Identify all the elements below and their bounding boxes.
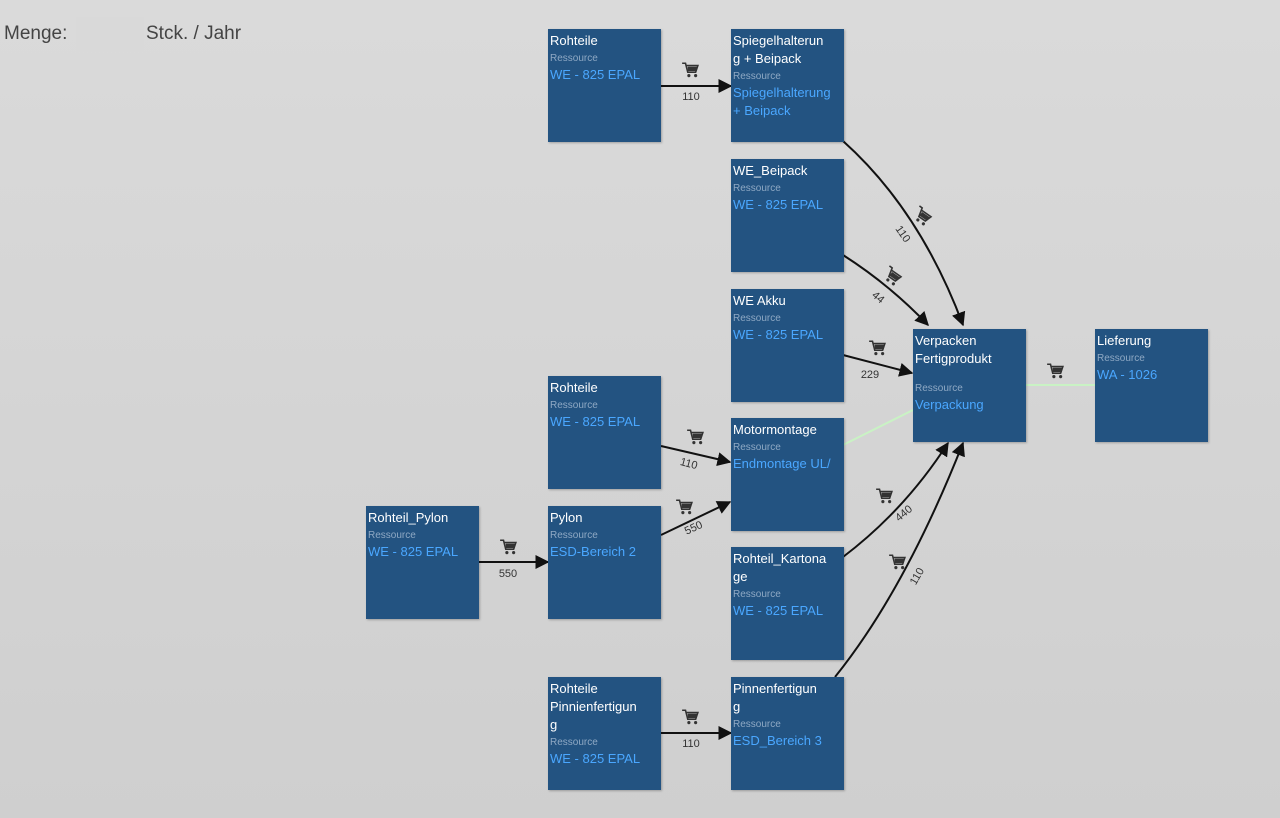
node-resource-label: Ressource <box>550 530 598 541</box>
edge-quantity-label: 110 <box>682 91 700 103</box>
node-resource-label: Ressource <box>733 719 781 730</box>
node-resource-value: WE - 825 EPAL <box>368 544 459 559</box>
node-title: Rohteile Pinnienfertigun g <box>550 681 637 732</box>
node-resource-value: Endmontage UL/ <box>733 456 831 471</box>
edge-motormontage-to-verpacken <box>842 409 914 446</box>
node-title: WE_Beipack <box>733 163 808 178</box>
node-title: Spiegelhalterun g + Beipack <box>733 33 824 66</box>
cart-icon <box>888 554 906 570</box>
quantity-bar: Menge: Stck. / Jahr <box>4 17 242 51</box>
node-we-akku[interactable]: WE Akku Ressource WE - 825 EPAL <box>731 289 844 402</box>
edge-quantity-label: 550 <box>683 519 705 538</box>
node-motormontage[interactable]: Motormontage Ressource Endmontage UL/ <box>731 418 844 531</box>
node-title: Pinnenfertigun g <box>733 681 817 714</box>
node-resource-label: Ressource <box>550 737 598 748</box>
node-resource-value: WE - 825 EPAL <box>733 603 824 618</box>
node-title: Rohteile <box>550 380 598 395</box>
node-verpacken[interactable]: Verpacken Fertigprodukt Ressource Verpac… <box>913 329 1026 442</box>
edge-quantity-label: 110 <box>893 224 913 245</box>
edge-spiegelhalterung-to-verpacken <box>842 140 966 327</box>
node-resource-label: Ressource <box>733 183 781 194</box>
node-title: WE Akku <box>733 293 786 308</box>
node-title: Pylon <box>550 510 583 525</box>
edge-quantity-label: 44 <box>869 289 886 306</box>
node-rohteile-mid[interactable]: Rohteile Ressource WE - 825 EPAL <box>548 376 661 489</box>
cart-icon <box>910 205 934 228</box>
node-resource-label: Ressource <box>550 53 598 64</box>
node-resource-value: ESD-Bereich 2 <box>550 544 636 559</box>
node-resource-label: Ressource <box>733 71 781 82</box>
node-resource-value: WE - 825 EPAL <box>733 197 824 212</box>
node-we-beipack[interactable]: WE_Beipack Ressource WE - 825 EPAL <box>731 159 844 272</box>
node-title: Rohteil_Pylon <box>368 510 449 525</box>
edge-quantity-label: 229 <box>861 369 879 381</box>
node-resource-value: WE - 825 EPAL <box>550 751 641 766</box>
node-title: Rohteile <box>550 33 598 48</box>
node-spiegelhalterung[interactable]: Spiegelhalterun g + Beipack Ressource Sp… <box>731 29 844 142</box>
node-resource-label: Ressource <box>733 313 781 324</box>
edge-we-akku-to-verpacken <box>842 354 914 377</box>
node-title: Rohteil_Kartona ge <box>733 551 827 584</box>
node-pinnenfertigung[interactable]: Pinnenfertigun g Ressource ESD_Bereich 3 <box>731 677 844 790</box>
cart-icon <box>868 340 886 356</box>
node-resource-value: WE - 825 EPAL <box>550 414 641 429</box>
edge-rohteil-kartonage-to-verpacken <box>842 441 949 558</box>
node-rohteil-pylon[interactable]: Rohteil_Pylon Ressource WE - 825 EPAL <box>366 506 479 619</box>
node-resource-label: Ressource <box>915 383 963 394</box>
node-title: Lieferung <box>1097 333 1152 348</box>
node-resource-value: Spiegelhalterung + Beipack <box>733 85 831 118</box>
quantity-unit: Stck. / Jahr <box>146 23 242 44</box>
cart-icon <box>681 62 699 78</box>
edge-we-beipack-to-verpacken <box>842 254 929 327</box>
edge-quantity-label: 110 <box>682 738 700 750</box>
edge-pylon-to-motormontage <box>660 501 732 536</box>
node-lieferung[interactable]: Lieferung Ressource WA - 1026 <box>1095 329 1208 442</box>
node-pylon[interactable]: Pylon Ressource ESD-Bereich 2 <box>548 506 661 619</box>
node-resource-value: Verpackung <box>915 397 984 412</box>
cart-icon <box>499 539 517 555</box>
edge-quantity-label: 550 <box>499 568 517 580</box>
cart-icon <box>675 499 693 515</box>
edge-quantity-label: 440 <box>893 503 915 524</box>
quantity-label: Menge: <box>4 23 68 44</box>
node-title: Verpacken Fertigprodukt <box>915 333 992 366</box>
edge-pinnenfertigung-to-verpacken <box>834 441 965 678</box>
node-rohteil-kartonage[interactable]: Rohteil_Kartona ge Ressource WE - 825 EP… <box>731 547 844 660</box>
node-resource-value: ESD_Bereich 3 <box>733 733 822 748</box>
edge-quantity-label: 110 <box>679 456 699 472</box>
node-resource-value: WE - 825 EPAL <box>550 67 641 82</box>
node-resource-label: Ressource <box>1097 353 1145 364</box>
node-resource-label: Ressource <box>733 589 781 600</box>
cart-icon <box>880 265 904 288</box>
node-resource-value: WE - 825 EPAL <box>733 327 824 342</box>
node-title: Motormontage <box>733 422 817 437</box>
quantity-input[interactable] <box>76 17 144 51</box>
node-resource-label: Ressource <box>368 530 416 541</box>
cart-icon <box>875 488 893 504</box>
cart-icon <box>686 429 704 445</box>
edge-rohteile-mid-to-motormontage <box>660 445 732 466</box>
node-resource-label: Ressource <box>733 442 781 453</box>
cart-icon <box>1046 363 1064 379</box>
node-rohteile-top[interactable]: Rohteile Ressource WE - 825 EPAL <box>548 29 661 142</box>
cart-icon <box>681 709 699 725</box>
node-rohteile-pinnen[interactable]: Rohteile Pinnienfertigun g Ressource WE … <box>548 677 661 790</box>
node-resource-value: WA - 1026 <box>1097 367 1158 382</box>
node-resource-label: Ressource <box>550 400 598 411</box>
edge-quantity-label: 110 <box>908 566 927 587</box>
